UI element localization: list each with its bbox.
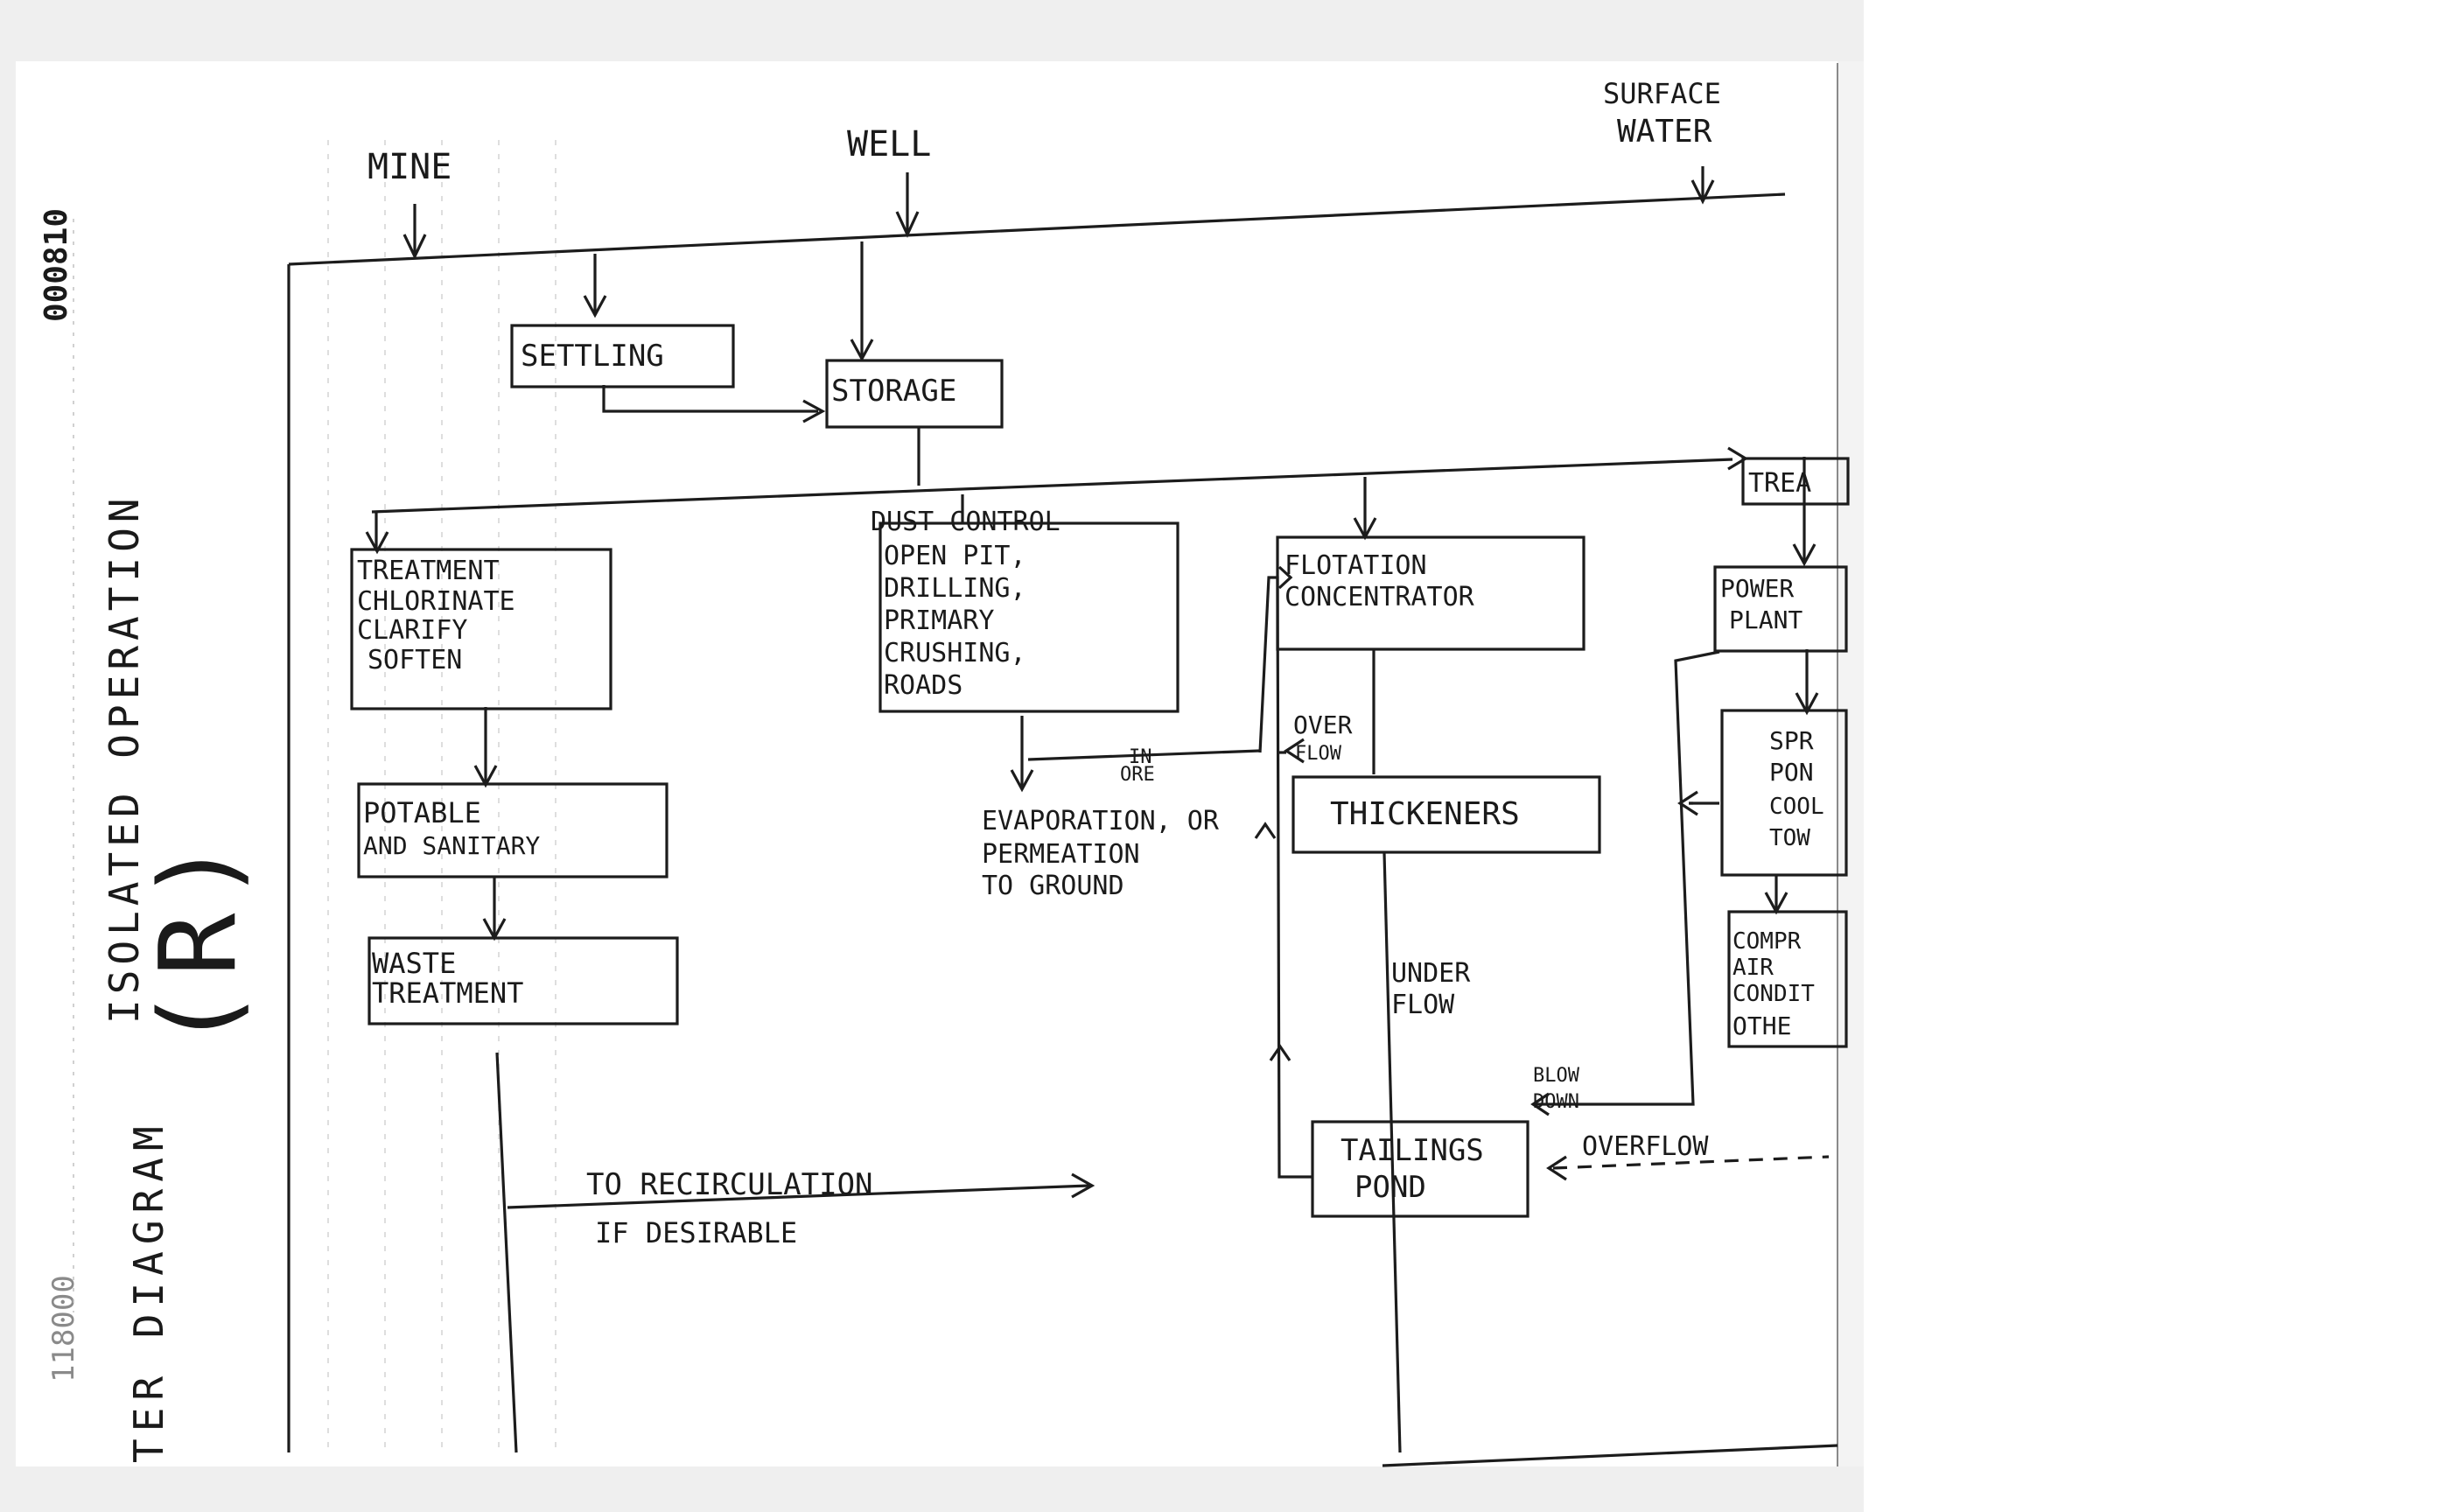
flotation-line-2: CONCENTRATOR (1284, 582, 1475, 612)
dust-control-line-4: PRIMARY (884, 606, 994, 636)
surface-label: SURFACE (1603, 77, 1721, 110)
waste-line-1: WASTE (372, 947, 456, 980)
tailings-pond-box (1311, 1120, 1530, 1218)
potable-line-1: POTABLE (363, 796, 481, 830)
overflow-label-1: OVER (1293, 710, 1353, 739)
compressor-box (1727, 910, 1848, 1048)
if-desirable-label: IF DESIRABLE (595, 1216, 797, 1250)
treatment-line-2: CHLORINATE (357, 586, 515, 617)
blowdown-line-1: BLOW (1533, 1065, 1580, 1087)
compressor-line-3: CONDIT (1732, 981, 1815, 1007)
compressor-line-1: COMPR (1732, 928, 1802, 955)
underflow-line-2: FLOW (1391, 990, 1455, 1020)
flotation-box (1276, 536, 1586, 651)
in-ore-label-1: IN (1129, 746, 1152, 768)
flow-lines (287, 192, 1838, 1467)
diagram-text: MINE WELL SURFACE WATER SETTLING STORAGE… (357, 77, 1824, 1250)
blowdown-line-2: DOWN (1533, 1091, 1579, 1113)
bottom-scan-margin (0, 1466, 1864, 1512)
compressor-line-2: AIR (1732, 955, 1774, 981)
treatment-box (350, 548, 612, 710)
page-number-top: 000810 (38, 208, 74, 322)
overflow-main-label: OVERFLOW (1582, 1131, 1709, 1162)
thickeners-box (1292, 775, 1601, 854)
evaporation-line-3: TO GROUND (982, 871, 1124, 901)
isolated-operation-label: ISOLATED OPERATION (101, 494, 148, 1025)
compressor-line-4: OTHE (1732, 1012, 1791, 1040)
storage-label: STORAGE (831, 374, 956, 409)
treat-partial-label: TREA (1748, 468, 1811, 499)
well-label: WELL (847, 124, 931, 164)
overflow-label-2: FLOW (1295, 743, 1342, 765)
power-line-2: PLANT (1729, 606, 1802, 634)
page-number-bottom: 118000 (46, 1275, 81, 1382)
treatment-line-1: TREATMENT (357, 556, 500, 586)
power-line-1: POWER (1720, 574, 1794, 603)
tailings-line-1: TAILINGS (1340, 1133, 1484, 1168)
dust-control-line-3: DRILLING, (884, 573, 1026, 604)
treatment-line-3: CLARIFY (357, 615, 467, 646)
spray-line-3: COOL (1769, 794, 1824, 820)
water-label: WATER (1617, 114, 1712, 150)
treat-box-partial (1741, 457, 1850, 506)
spray-line-4: TOW (1769, 825, 1810, 851)
margin-text: 000810 118000 ISOLATED OPERATION TER DIA… (38, 208, 260, 1463)
spray-line-2: PON (1769, 758, 1814, 787)
recirculation-label: TO RECIRCULATION (586, 1167, 873, 1202)
storage-box (825, 359, 1004, 429)
top-scan-margin (0, 0, 1864, 61)
dust-control-line-1: DUST CONTROL (871, 507, 1060, 537)
flow-arrows (365, 166, 1819, 1199)
left-scan-margin (0, 0, 16, 1512)
spray-pond-box (1720, 709, 1848, 877)
dust-control-box (878, 522, 1180, 713)
dust-control-line-5: CRUSHING, (884, 638, 1026, 668)
dust-control-line-2: OPEN PIT, (884, 541, 1026, 571)
in-ore-label-2: ORE (1120, 764, 1155, 786)
potable-box (357, 782, 668, 878)
background-ruling (327, 140, 556, 1452)
waste-line-2: TREATMENT (372, 976, 523, 1010)
evaporation-line-2: PERMEATION (982, 839, 1140, 870)
mine-label: MINE (368, 147, 452, 187)
flotation-line-1: FLOTATION (1284, 550, 1427, 581)
dust-control-line-6: ROADS (884, 670, 962, 701)
waste-treatment-box (368, 936, 679, 1026)
potable-line-2: AND SANITARY (363, 831, 540, 860)
settling-label: SETTLING (521, 339, 664, 374)
spray-line-1: SPR (1769, 726, 1814, 755)
settling-box (510, 324, 735, 388)
big-r-label: (R) (138, 829, 260, 1050)
underflow-line-1: UNDER (1391, 958, 1471, 989)
thickeners-label: THICKENERS (1330, 796, 1520, 832)
process-boxes (350, 324, 1850, 1218)
treatment-line-4: SOFTEN (368, 645, 462, 676)
diagram-title: TER DIAGRAM (125, 1119, 172, 1463)
evaporation-line-1: EVAPORATION, OR (982, 806, 1220, 836)
right-scan-margin (1838, 61, 1864, 1466)
tailings-line-2: POND (1354, 1170, 1426, 1205)
power-plant-box (1713, 565, 1848, 653)
